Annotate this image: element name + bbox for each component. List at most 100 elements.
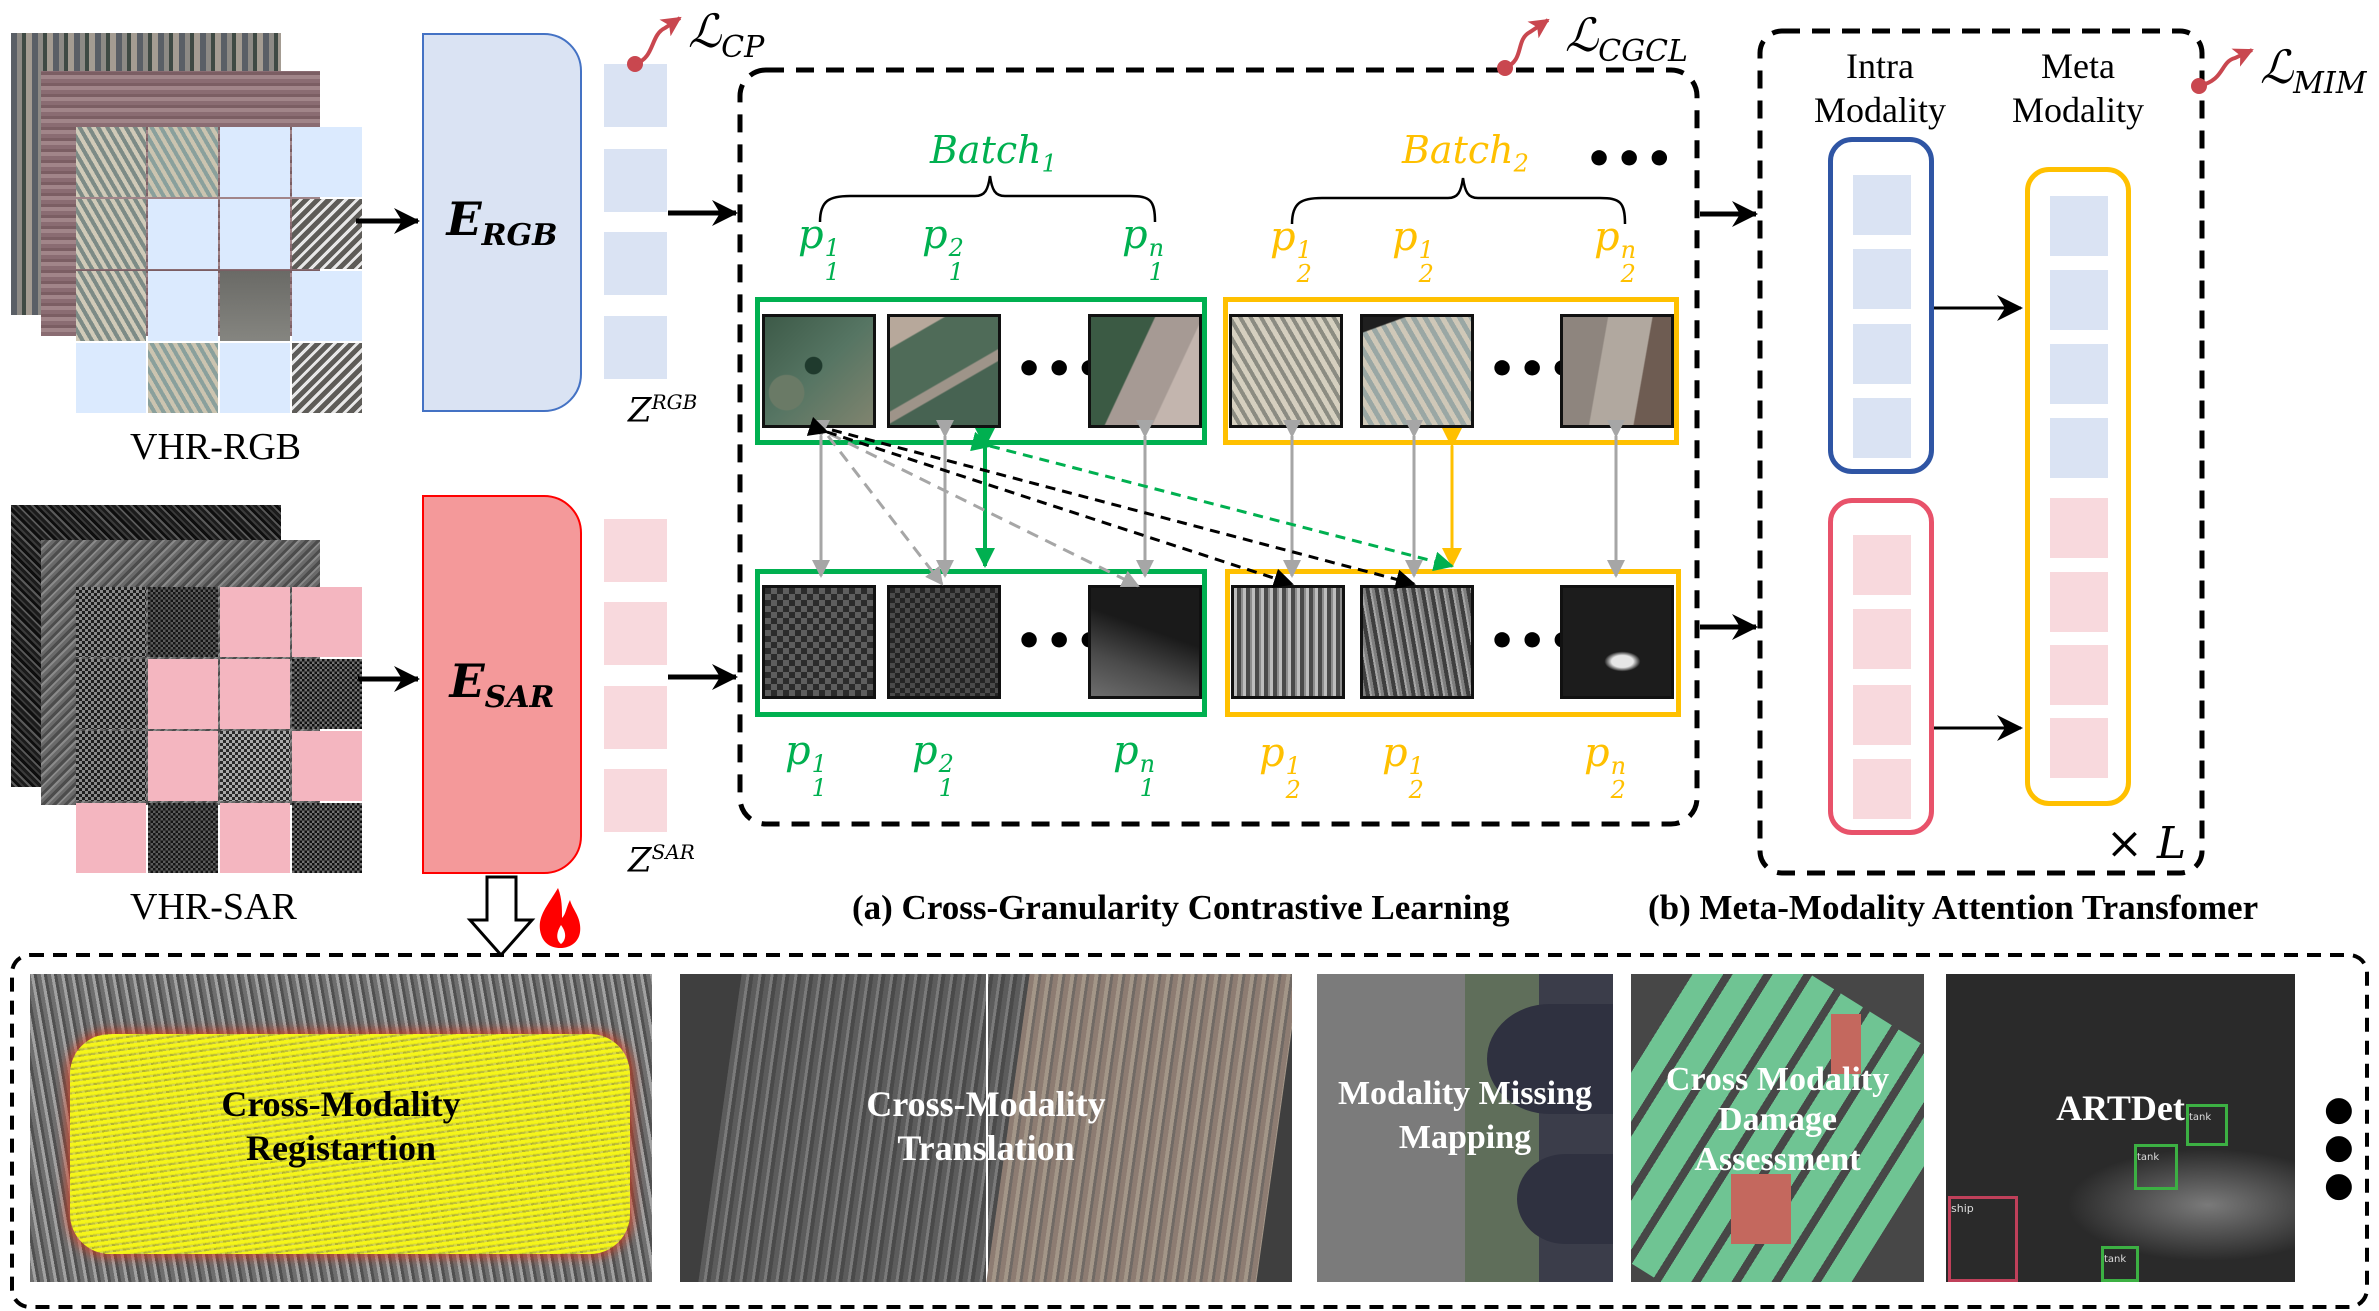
masked-tile (220, 343, 290, 413)
sar-token (1853, 535, 1911, 595)
sar-encoder: ESAR (422, 495, 582, 874)
sar-input-stack (11, 505, 366, 885)
detection-box-ship: ship (1948, 1196, 2018, 1282)
damage-mask (1731, 1174, 1791, 1244)
rgb-input-label: VHR-RGB (130, 426, 302, 468)
rgb-encoder: ERGB (422, 33, 582, 412)
batch-1-label: Batch1 (930, 128, 1057, 178)
intra-sar-token-group (1828, 498, 1934, 835)
masked-tile (148, 271, 218, 341)
visible-tile (220, 271, 290, 341)
rgb-token (2050, 196, 2108, 256)
visible-tile (76, 731, 146, 801)
negative-pair-arrow (826, 435, 944, 586)
rgb-input-stack (11, 33, 366, 413)
intra-rgb-token-group (1828, 137, 1934, 474)
damage-mask (1831, 1014, 1861, 1074)
detection-box-tank: tank (2186, 1104, 2228, 1146)
batch-2-label: Batch2 (1402, 128, 1529, 178)
cgcl-caption: (a) Cross-Granularity Contrastive Learni… (852, 888, 1510, 927)
sar-patch (1088, 585, 1202, 699)
masked-tile (292, 731, 362, 801)
cross-batch-negative-arrow (806, 416, 1294, 588)
loss-cp-anchor (627, 56, 643, 72)
detection-label: tank (2104, 1254, 2127, 1265)
detection-label: ship (1951, 1202, 1974, 1215)
visible-tile (76, 271, 146, 341)
loss-cp-label: ℒCP (688, 4, 765, 66)
layer-repeat-label: × L (2106, 818, 2187, 869)
detection-box-tank: tank (2101, 1246, 2139, 1282)
sar-input-label: VHR-SAR (130, 886, 297, 928)
masked-tile (220, 127, 290, 197)
rgb-token (1853, 175, 1911, 235)
sar-token (1853, 759, 1911, 819)
visible-tile (148, 127, 218, 197)
cross-batch-negative-arrow (831, 428, 1416, 590)
visible-tile (292, 199, 362, 269)
batch-2-sar-box (1225, 569, 1681, 717)
sar-token (2050, 498, 2108, 558)
rgb-token (1853, 398, 1911, 458)
masked-tile (220, 199, 290, 269)
cgcl-container (737, 67, 1700, 827)
visible-tile (76, 199, 146, 269)
water-region (1517, 1154, 1613, 1244)
sar-patch (1360, 585, 1474, 699)
rgb-token (2050, 418, 2108, 478)
sar-image-masked-grid (76, 587, 362, 873)
masked-tile (292, 127, 362, 197)
loss-cgcl-label: ℒCGCL (1565, 8, 1688, 70)
visible-tile (76, 127, 146, 197)
sar-patch (1231, 585, 1345, 699)
rgb-patch (1560, 314, 1674, 428)
rgb-feature-label: ZRGB (628, 390, 698, 431)
rgb-token (1853, 249, 1911, 309)
visible-tile (292, 803, 362, 873)
mmat-container (1757, 28, 2205, 876)
water-region (1487, 1004, 1613, 1114)
visible-tile (292, 659, 362, 729)
batch-cross-negative-arrow (970, 431, 1454, 572)
rgb-feature-token (604, 316, 667, 379)
loss-mim-label: ℒMIM (2260, 40, 2367, 102)
visible-tile (292, 343, 362, 413)
loss-cp-arrow (634, 16, 682, 66)
downstream-transfer-arrow (466, 875, 536, 958)
sar-patch (1560, 585, 1674, 699)
batch-2-brace (1290, 177, 1627, 225)
sar-feature-token (604, 769, 667, 832)
sar-patch (887, 585, 1001, 699)
sar-feature-label: ZSAR (628, 840, 695, 881)
rgb-token (1853, 324, 1911, 384)
masked-tile (148, 731, 218, 801)
masked-tile (292, 587, 362, 657)
rgb-token (2050, 344, 2108, 404)
rgb-feature-token (604, 64, 667, 127)
rgb-token (2050, 270, 2108, 330)
sar-encoder-label: ESAR (449, 653, 555, 716)
flame-icon (539, 888, 581, 948)
detection-box-tank: tank (2134, 1144, 2178, 1190)
rgb-image-masked-grid (76, 127, 362, 413)
masked-tile (220, 803, 290, 873)
masked-tile (76, 803, 146, 873)
masked-tile (148, 199, 218, 269)
visible-tile (148, 587, 218, 657)
